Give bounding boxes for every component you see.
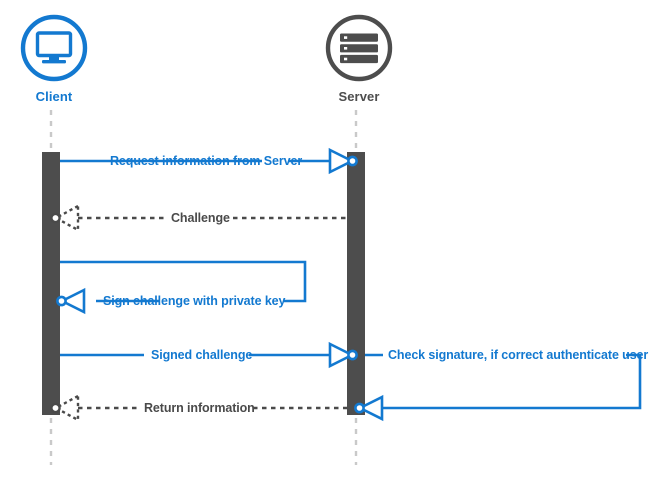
activation-bar-server (347, 152, 365, 415)
message-label-challenge: Challenge (171, 211, 230, 225)
message-sign-challenge-self-loop (56, 260, 307, 314)
server-rack-icon (325, 14, 393, 82)
message-return-information (50, 394, 347, 422)
message-label-signed-challenge: Signed challenge (151, 348, 253, 362)
actor-label-client: Client (35, 89, 73, 104)
message-label-return-information: Return information (144, 401, 255, 415)
desktop-monitor-icon (20, 14, 88, 82)
activation-bar-client (42, 152, 60, 415)
message-label-request-information: Request information from Server (110, 154, 303, 168)
message-check-signature-self-loop (354, 353, 642, 421)
message-request-information (60, 148, 358, 174)
message-signed-challenge (60, 342, 358, 368)
message-challenge (50, 204, 347, 232)
message-label-check-signature: Check signature, if correct authenticate… (388, 348, 649, 362)
actor-label-server: Server (338, 89, 380, 104)
message-label-sign-challenge: Sign challenge with private key (103, 294, 286, 308)
